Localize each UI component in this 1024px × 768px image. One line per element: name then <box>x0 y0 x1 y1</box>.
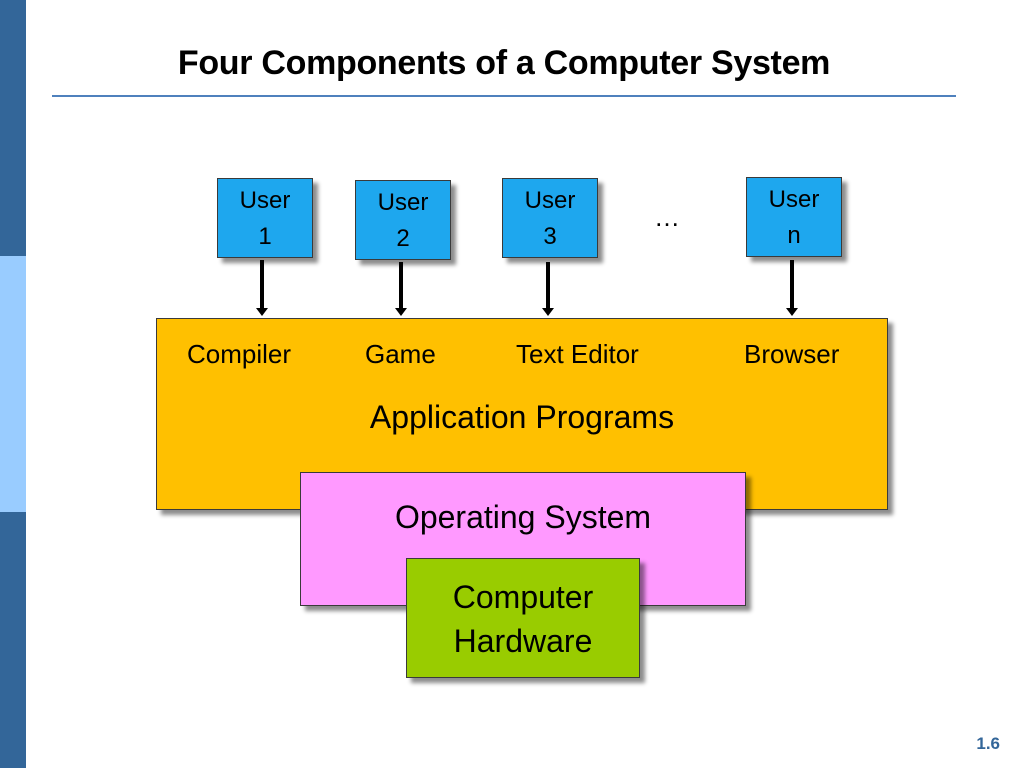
user-n-box: User n <box>746 177 842 257</box>
arrow-user-2-to-game <box>395 262 407 316</box>
page-number: 1.6 <box>976 734 1000 753</box>
app-item-text-editor: Text Editor <box>516 339 639 369</box>
sidebar-top-band <box>0 0 26 256</box>
sidebar-bottom-band <box>0 512 26 768</box>
user-2-number: 2 <box>396 225 410 252</box>
user-n-number: n <box>787 222 801 249</box>
user-1-box: User 1 <box>217 178 313 258</box>
operating-system-title: Operating System <box>394 499 652 535</box>
user-3-box: User 3 <box>502 178 598 258</box>
computer-hardware-box: Computer Hardware <box>406 558 640 678</box>
slide-title: Four Components of a Computer System <box>177 44 831 82</box>
user-1-label: User <box>239 187 291 214</box>
title-underline <box>52 95 956 97</box>
user-2-label: User <box>377 189 429 216</box>
user-1-number: 1 <box>258 223 272 250</box>
computer-hardware-line2: Hardware <box>453 623 593 659</box>
user-n-label: User <box>768 186 820 213</box>
computer-hardware-line1: Computer <box>452 579 594 615</box>
arrow-user-1-to-compiler <box>256 260 268 316</box>
app-item-browser: Browser <box>744 339 840 369</box>
app-item-compiler: Compiler <box>187 339 292 369</box>
app-item-game: Game <box>365 339 436 369</box>
user-2-box: User 2 <box>355 180 451 260</box>
user-3-number: 3 <box>543 223 557 250</box>
arrow-user-n-to-browser <box>786 260 798 316</box>
arrow-user-3-to-text-editor <box>542 262 554 316</box>
application-programs-title: Application Programs <box>369 399 675 435</box>
computer-hardware-title: Computer Hardware <box>407 575 639 663</box>
more-users-ellipsis: … <box>654 202 680 232</box>
user-3-label: User <box>524 187 576 214</box>
sidebar-middle-band <box>0 256 26 512</box>
